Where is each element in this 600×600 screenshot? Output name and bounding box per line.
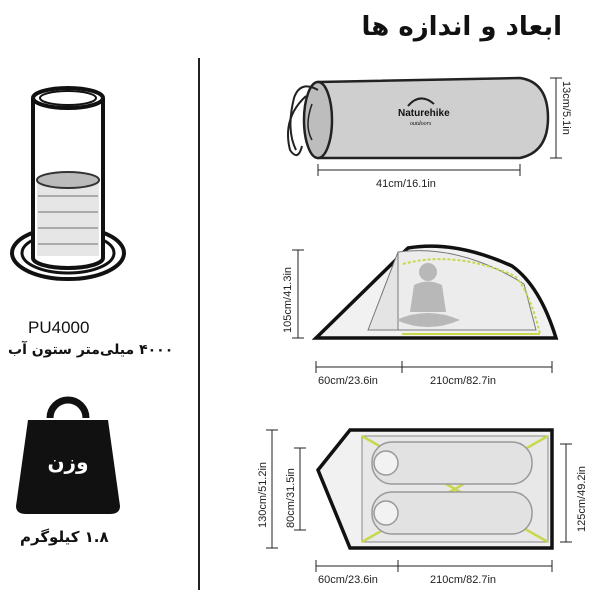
- person-figure: [396, 263, 460, 327]
- sleeping-pads: [371, 441, 533, 535]
- top-inner-width-right-label: 125cm/49.2in: [576, 465, 588, 532]
- page-title: ابعاد و اندازه ها: [361, 12, 562, 42]
- waterproof-rating: PU4000: [28, 318, 90, 337]
- tent-side-view: [292, 244, 559, 373]
- water-column-icon: [10, 86, 126, 281]
- packed-diameter-label: 13cm/5.1in: [560, 81, 572, 135]
- weight-value: ۱.۸ کیلوگرم: [20, 528, 109, 546]
- top-inner-width-left-label: 80cm/31.5in: [285, 468, 297, 528]
- top-outer-width-label: 130cm/51.2in: [257, 461, 269, 528]
- packed-bag-icon: [287, 76, 562, 176]
- left-column-graphics: [10, 86, 126, 514]
- side-vestibule-label: 60cm/23.6in: [318, 375, 378, 387]
- waterproof-caption: ۴۰۰۰ میلی‌متر ستون آب: [8, 342, 174, 358]
- top-length-label: 210cm/82.7in: [430, 574, 497, 586]
- brand-tagline: outdoors: [410, 121, 432, 127]
- top-vestibule-label: 60cm/23.6in: [318, 574, 378, 586]
- divider: [198, 58, 200, 590]
- side-length-label: 210cm/82.7in: [430, 375, 497, 387]
- side-height-label: 105cm/41.3in: [282, 266, 294, 333]
- weight-label: وزن: [47, 450, 89, 474]
- packed-length-label: 41cm/16.1in: [376, 178, 436, 190]
- brand-name: Naturehike: [398, 108, 450, 119]
- tent-top-view: [266, 428, 572, 572]
- weight-icon: [16, 396, 120, 514]
